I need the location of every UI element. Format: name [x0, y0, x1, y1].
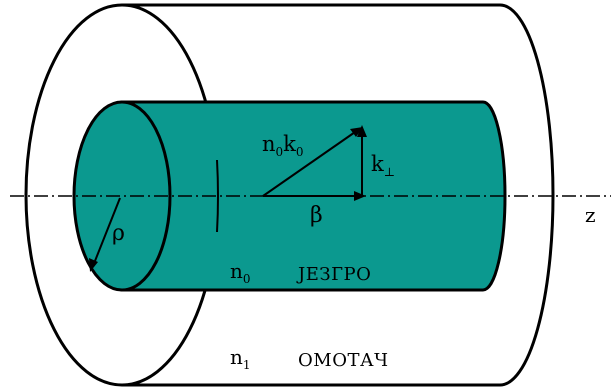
beta-label: β [310, 203, 323, 228]
cladding-index-label: n1 [230, 345, 251, 372]
beta-arrowhead [354, 191, 366, 201]
k-total-vector [262, 129, 359, 197]
axis-label: z [585, 203, 596, 227]
k-perp-arrowhead [357, 125, 367, 137]
radius-arrowhead [89, 258, 98, 272]
radius-arrow [92, 197, 121, 267]
k-total-label: n0k0 [262, 132, 304, 159]
k-total-arrowhead [350, 127, 363, 137]
radius-label: ρ [112, 221, 125, 246]
core-index-label: n0 [230, 259, 251, 286]
core-name-label: ЈЕЗГРО [296, 264, 371, 285]
core-front-face [72, 100, 172, 292]
cladding-front-arc-over-core [216, 159, 219, 233]
k-perp-label: k⊥ [371, 152, 395, 179]
cladding-name-label: ОМОТАЧ [298, 350, 389, 371]
